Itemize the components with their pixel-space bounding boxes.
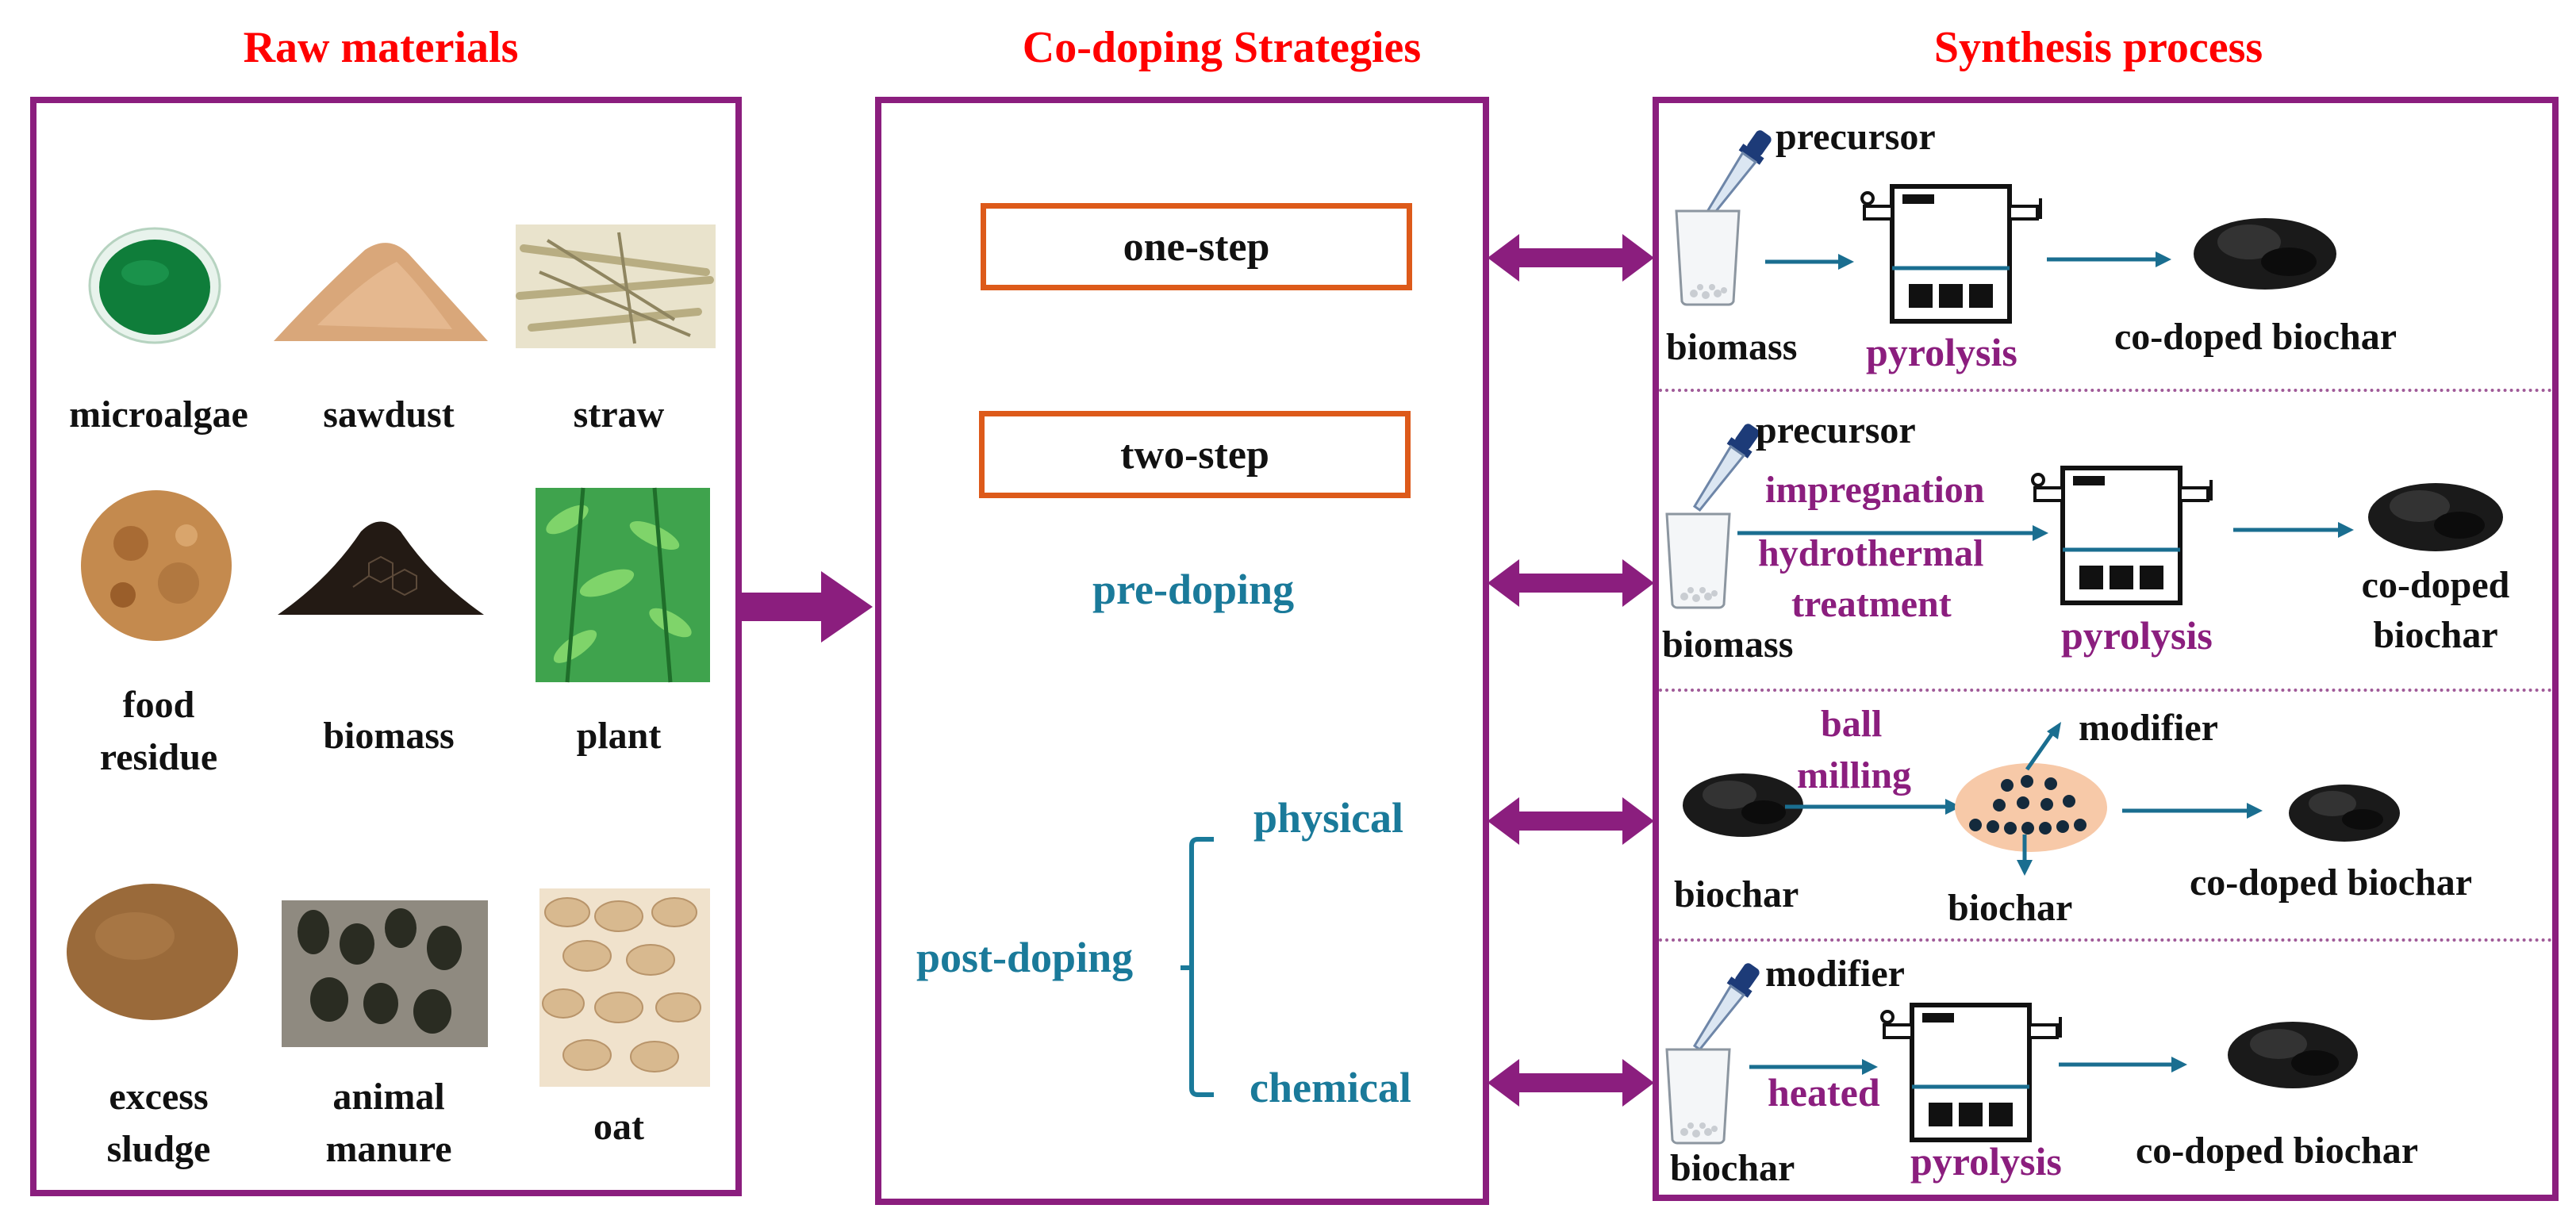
one-step-box: one-step xyxy=(981,203,1412,290)
plant-label: plant xyxy=(576,715,662,757)
animal-manure-image xyxy=(282,900,488,1047)
sawdust-image xyxy=(274,243,488,341)
animal-manure-label-line1: animal xyxy=(332,1076,445,1118)
double-arrow-physical xyxy=(1488,797,1654,845)
pyrolysis-furnace-icon xyxy=(1860,184,2042,324)
row2-impregnation: impregnation xyxy=(1765,469,1985,511)
microalgae-label: microalgae xyxy=(69,393,248,435)
beaker-icon xyxy=(1665,512,1731,609)
microalgae-image xyxy=(88,227,221,344)
row2-precursor: precursor xyxy=(1756,409,1916,451)
straw-image xyxy=(516,224,716,348)
row3-product: co-doped biochar xyxy=(2190,861,2473,904)
food-residue-label-line1: food xyxy=(122,684,195,726)
arrow-r3-b xyxy=(2122,803,2263,819)
row2-product-line2: biochar xyxy=(2373,614,2498,656)
row-divider-1 xyxy=(1659,389,2552,392)
strategies-panel xyxy=(875,97,1489,1205)
row1-biomass: biomass xyxy=(1666,326,1798,368)
pyrolysis-furnace-icon xyxy=(1880,1003,2062,1142)
row2-product-line1: co-doped xyxy=(2361,564,2510,606)
animal-manure-label-line2: manure xyxy=(325,1128,452,1170)
double-arrow-two-step xyxy=(1488,559,1654,607)
row4-modifier: modifier xyxy=(1765,953,1905,995)
flow-arrow-right xyxy=(742,571,873,643)
biochar-pile-icon xyxy=(2194,218,2336,290)
synthesis-panel xyxy=(1653,97,2559,1201)
chemical-label: chemical xyxy=(1250,1064,1411,1111)
beaker-icon xyxy=(1675,209,1741,306)
arrow-r3-a xyxy=(1785,799,1961,815)
plant-image xyxy=(536,487,710,683)
row4-pyrolysis: pyrolysis xyxy=(1910,1139,2062,1184)
row2-treatment: treatment xyxy=(1791,583,1952,625)
row3-milling: milling xyxy=(1797,754,1912,796)
biochar-pile-icon xyxy=(1683,773,1803,837)
row-divider-2 xyxy=(1659,689,2552,692)
biomass-label: biomass xyxy=(323,715,455,757)
pre-doping-label: pre-doping xyxy=(1092,566,1295,613)
row1-product: co-doped biochar xyxy=(2114,316,2397,358)
row1-pyrolysis: pyrolysis xyxy=(1866,330,2017,374)
arrow-r1-b xyxy=(2047,251,2171,267)
food-residue-label-line2: residue xyxy=(99,736,218,778)
row2-pyrolysis: pyrolysis xyxy=(2061,613,2213,658)
arrow-r4-a xyxy=(1749,1059,1878,1075)
two-step-box: two-step xyxy=(979,411,1411,498)
synthesis-header: Synthesis process xyxy=(1933,23,2263,72)
biochar-pile-icon xyxy=(2368,483,2503,551)
row3-ball: ball xyxy=(1821,703,1883,745)
excess-sludge-image xyxy=(67,884,238,1020)
raw-materials-panel xyxy=(30,97,742,1196)
row1-precursor: precursor xyxy=(1776,116,1936,158)
post-doping-bracket xyxy=(1181,837,1214,1097)
sawdust-label: sawdust xyxy=(323,393,455,435)
double-arrow-one-step xyxy=(1488,234,1654,282)
arrow-r4-b xyxy=(2059,1057,2187,1072)
biomass-image xyxy=(278,521,484,615)
oat-image xyxy=(539,888,710,1087)
row2-hydrothermal: hydrothermal xyxy=(1758,532,1984,574)
arrow-r2-a xyxy=(1737,525,2048,541)
strategies-header: Co-doping Strategies xyxy=(1022,23,1422,72)
excess-sludge-label-line1: excess xyxy=(109,1076,209,1118)
dropper-icon xyxy=(1692,963,1760,1051)
pyrolysis-furnace-icon xyxy=(2031,466,2213,605)
straw-label: straw xyxy=(573,393,665,435)
row4-product: co-doped biochar xyxy=(2136,1130,2419,1172)
biochar-pile-icon xyxy=(2228,1022,2358,1088)
row4-biochar: biochar xyxy=(1670,1147,1795,1189)
row3-modifier: modifier xyxy=(2079,707,2218,749)
oat-label: oat xyxy=(593,1106,644,1148)
row3-biochar-in: biochar xyxy=(1674,873,1799,915)
row3-biochar-mid: biochar xyxy=(1948,887,2073,929)
biochar-pile-icon xyxy=(2289,785,2400,842)
dropper-icon xyxy=(1692,424,1760,512)
row-divider-3 xyxy=(1659,938,2552,942)
row2-biomass: biomass xyxy=(1662,624,1794,666)
double-arrow-chemical xyxy=(1488,1059,1654,1107)
physical-label: physical xyxy=(1253,794,1404,842)
arrow-r1-a xyxy=(1765,254,1854,270)
excess-sludge-label-line2: sludge xyxy=(106,1128,211,1170)
post-doping-label: post-doping xyxy=(916,934,1134,981)
food-residue-image xyxy=(81,490,232,641)
ball-mill-icon xyxy=(1955,722,2107,876)
row4-heated: heated xyxy=(1768,1070,1880,1115)
beaker-icon xyxy=(1665,1048,1731,1145)
raw-materials-header: Raw materials xyxy=(243,23,519,72)
arrow-r2-b xyxy=(2233,522,2354,538)
